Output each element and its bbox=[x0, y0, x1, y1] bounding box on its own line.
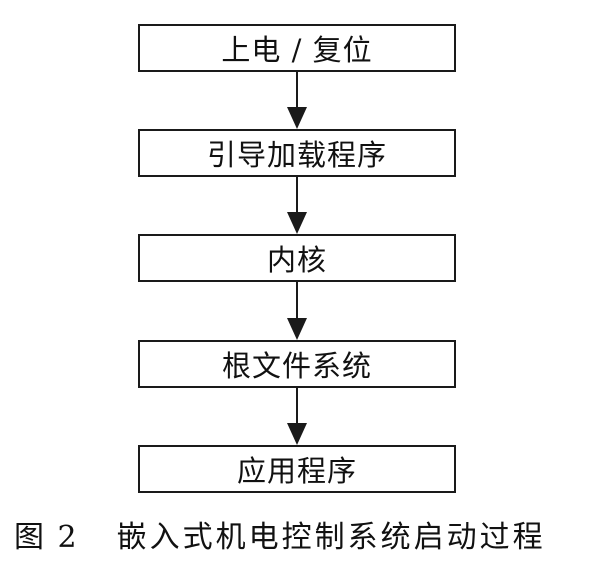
arrow-shaft bbox=[296, 282, 298, 320]
arrow-down bbox=[287, 72, 307, 129]
step-application: 应用程序 bbox=[138, 445, 456, 493]
arrow-shaft bbox=[296, 177, 298, 214]
arrow-head bbox=[287, 212, 307, 234]
figure-title: 嵌入式机电控制系统启动过程 bbox=[116, 520, 546, 555]
arrow-down bbox=[287, 388, 307, 445]
arrow-head bbox=[287, 423, 307, 445]
arrow-head bbox=[287, 318, 307, 340]
figure-caption: 图 2 嵌入式机电控制系统启动过程 bbox=[14, 512, 594, 556]
figure-number: 图 2 bbox=[14, 520, 79, 555]
step-label: 应用程序 bbox=[236, 454, 357, 488]
arrow-shaft bbox=[296, 72, 298, 109]
step-label: 上电 / 复位 bbox=[221, 33, 373, 67]
step-label: 内核 bbox=[266, 243, 327, 277]
step-label: 根文件系统 bbox=[221, 349, 372, 383]
step-bootloader: 引导加载程序 bbox=[138, 129, 456, 177]
step-power-on-reset: 上电 / 复位 bbox=[138, 24, 456, 72]
arrow-down bbox=[287, 282, 307, 340]
step-root-filesystem: 根文件系统 bbox=[138, 340, 456, 388]
arrow-down bbox=[287, 177, 307, 234]
arrow-shaft bbox=[296, 388, 298, 425]
step-kernel: 内核 bbox=[138, 234, 456, 282]
arrow-head bbox=[287, 107, 307, 129]
step-label: 引导加载程序 bbox=[206, 138, 387, 172]
